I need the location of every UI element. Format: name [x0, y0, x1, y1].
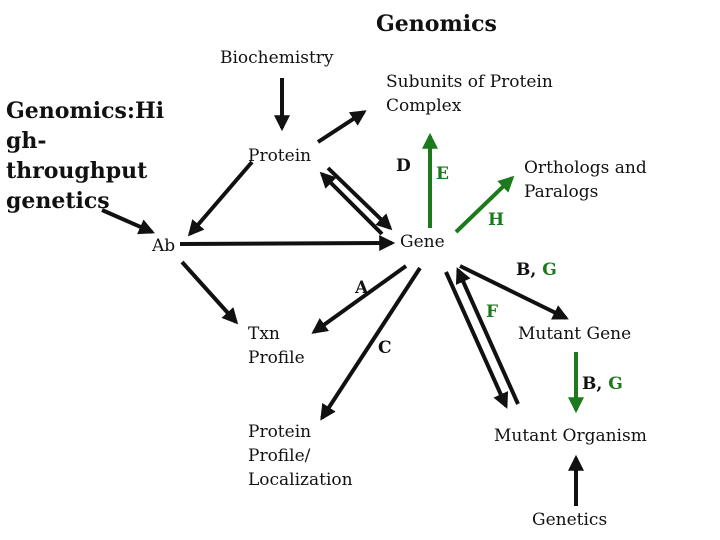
node-txn-line2: Profile	[248, 348, 305, 368]
node-txn-profile: Txn Profile	[248, 322, 305, 370]
node-gene: Gene	[400, 232, 445, 252]
edge-label-h: H	[488, 210, 505, 230]
edge-label-d: D	[396, 156, 411, 176]
arrow-protein-to-gene-d	[326, 166, 393, 231]
node-protein: Protein	[248, 146, 312, 166]
arrow-genomics-to-ab	[101, 208, 155, 235]
diagram-title: Genomics	[376, 11, 497, 37]
edge-label-b-g-mutant-gene: B, G	[516, 258, 557, 282]
node-profile-line1: Protein	[248, 422, 312, 442]
edge-label-f: F	[486, 302, 499, 322]
arrow-gene-to-mutant-gene	[459, 264, 569, 320]
edge-label-b-2: B,	[582, 374, 609, 394]
node-genomics-line1: Genomics:Hi	[6, 98, 165, 124]
node-orthologs-line1: Orthologs and	[524, 158, 647, 178]
node-genomics-line2: gh-	[6, 128, 47, 154]
arrow-gene-to-orthologs-h	[454, 175, 515, 234]
node-ab: Ab	[152, 236, 176, 256]
arrow-gene-to-protein-d	[319, 171, 384, 236]
node-genetics: Genetics	[532, 510, 608, 530]
arrow-protein-to-subunits	[316, 110, 367, 144]
node-mutant-organism: Mutant Organism	[494, 426, 647, 446]
node-subunits-of-protein-complex: Subunits of Protein Complex	[386, 70, 553, 118]
node-subunits-line2: Complex	[386, 96, 462, 116]
arrow-gene-to-txn-a	[311, 264, 408, 334]
edge-label-a: A	[355, 278, 369, 298]
edge-label-c: C	[378, 338, 392, 358]
node-biochemistry: Biochemistry	[220, 48, 334, 68]
node-genomics-line3: throughput	[6, 158, 148, 184]
node-genomics-line4: genetics	[6, 188, 110, 214]
node-orthologs-line2: Paralogs	[524, 182, 599, 202]
node-mutant-gene: Mutant Gene	[518, 324, 632, 344]
arrow-gene-to-mutant-organism-f	[444, 271, 509, 409]
arrow-ab-to-txn	[180, 260, 239, 325]
arrow-mutant-organism-to-gene-f	[455, 267, 520, 405]
edge-label-g-2: G	[608, 374, 623, 394]
node-profile-line2: Profile/	[248, 446, 311, 466]
edge-label-g-1: G	[542, 260, 557, 280]
node-txn-line1: Txn	[248, 324, 280, 344]
edge-label-e: E	[436, 164, 449, 184]
node-subunits-line1: Subunits of Protein	[386, 72, 553, 92]
arrow-protein-to-ab	[187, 160, 254, 237]
arrow-ab-to-gene	[179, 235, 396, 252]
edge-label-b-1: B,	[516, 260, 543, 280]
node-genomics-high-throughput: Genomics:Hi gh- throughput genetics	[6, 96, 164, 216]
arrow-gene-to-protein-profile-c	[320, 266, 422, 421]
node-protein-profile-localization: Protein Profile/ Localization	[248, 420, 353, 492]
node-profile-line3: Localization	[248, 470, 353, 490]
edge-label-b-g-mutant-organism: B, G	[582, 372, 623, 396]
node-orthologs-and-paralogs: Orthologs and Paralogs	[524, 156, 647, 204]
